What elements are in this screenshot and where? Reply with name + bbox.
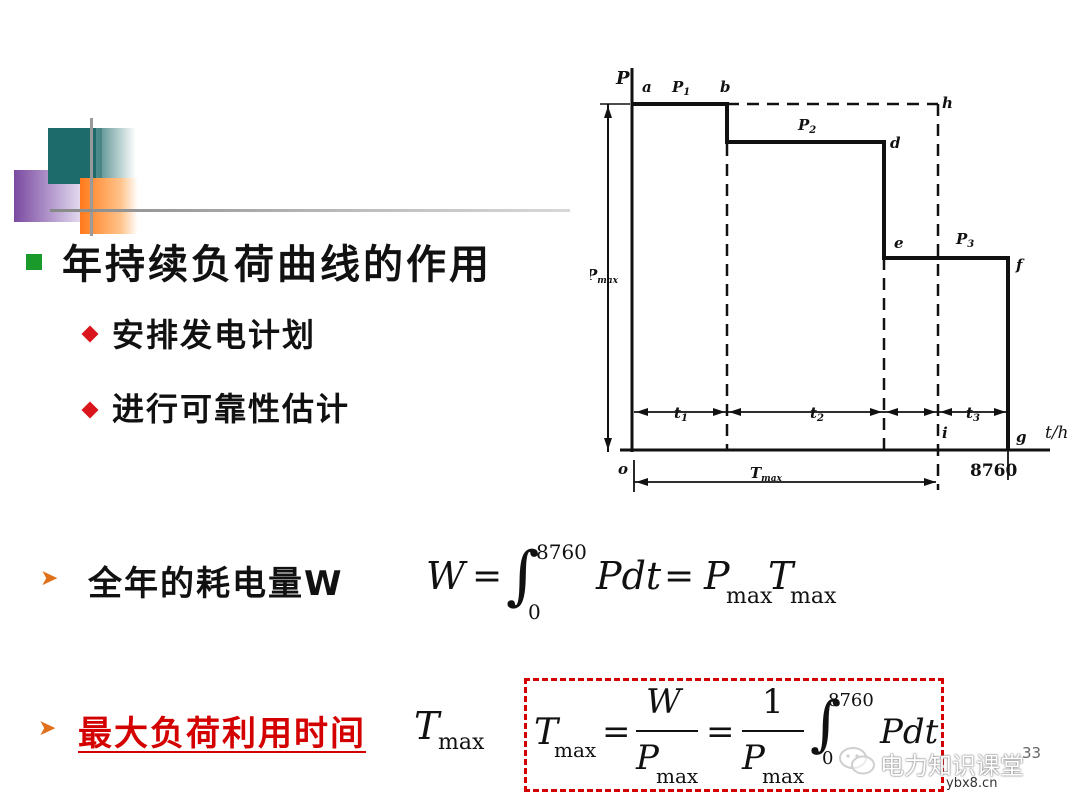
diamond-bullet-icon: [81, 325, 99, 343]
segment-p1: P1: [671, 78, 690, 98]
end-value-8760: 8760: [970, 461, 1017, 481]
page-number: 33: [1022, 744, 1042, 762]
f2-equals-1: =: [602, 712, 631, 752]
formula-equals-2: =: [664, 556, 695, 597]
point-a: a: [642, 78, 652, 96]
x-axis-label: t/h: [1045, 423, 1069, 443]
f2-lhs-sub: max: [554, 738, 597, 762]
time-t1: t1: [674, 404, 688, 424]
formula-rhs-p-sub: max: [726, 584, 773, 609]
formula-integrand: Pdt: [596, 554, 662, 598]
watermark-site: ybx8.cn: [946, 776, 998, 791]
max-load-hours-label: 最大负荷利用时间: [78, 714, 366, 754]
integral-icon: ∫: [506, 539, 540, 613]
f2-fraction-bar-1: [636, 730, 698, 732]
segment-p3: P3: [955, 230, 974, 250]
integral-icon: ∫: [810, 689, 842, 759]
point-e: e: [894, 234, 904, 252]
formula-rhs-p: P: [704, 554, 730, 598]
time-t3: t3: [966, 404, 980, 424]
f2-den2: P: [742, 738, 765, 778]
load-step-curve: [632, 102, 1010, 450]
time-t2: t2: [810, 404, 824, 424]
f2-lower-limit: 0: [822, 748, 834, 769]
f2-den1-sub: max: [656, 764, 699, 788]
decor-teal-block: [48, 128, 102, 184]
square-bullet-icon: [26, 254, 42, 270]
decor-horizontal-line: [50, 209, 570, 212]
f2-den1: P: [636, 738, 659, 778]
f2-integrand: Pdt: [880, 712, 939, 752]
f2-fraction-bar-2: [742, 730, 804, 732]
wechat-icon: [838, 746, 876, 776]
f2-upper-limit: 8760: [828, 690, 874, 711]
tmax-symbol: T: [414, 704, 440, 748]
point-f: f: [1015, 256, 1025, 274]
decor-orange-block: [80, 178, 138, 234]
tmax-label: Tmax: [750, 464, 783, 484]
y-axis-label: P: [615, 68, 630, 89]
formula-rhs-t: T: [768, 554, 794, 598]
f2-den2-sub: max: [762, 764, 805, 788]
bullet-1: 安排发电计划: [112, 316, 317, 354]
f2-num1: W: [646, 682, 681, 722]
annual-energy-label: 全年的耗电量W: [88, 564, 344, 604]
tmax-symbol-sub: max: [438, 730, 485, 755]
point-b: b: [720, 78, 731, 96]
point-g: g: [1016, 428, 1027, 446]
formula-equals: =: [472, 556, 503, 597]
decor-teal-fade: [96, 128, 136, 184]
slide-heading: 年持续负荷曲线的作用: [62, 242, 492, 288]
decor-vertical-line: [90, 118, 93, 236]
point-i: i: [942, 424, 948, 442]
f2-lhs: T: [534, 712, 559, 753]
diamond-bullet-icon: [81, 401, 99, 419]
point-h: h: [942, 94, 953, 112]
arrow-bullet-icon: ➤: [40, 566, 59, 591]
point-d: d: [890, 134, 901, 152]
formula-rhs-t-sub: max: [790, 584, 837, 609]
f2-equals-2: =: [706, 712, 735, 752]
arrow-bullet-icon: ➤: [38, 716, 57, 741]
formula-highlight-box: [524, 678, 944, 792]
bullet-2: 进行可靠性估计: [112, 390, 351, 428]
watermark-name: 电力知识课堂: [880, 752, 1024, 780]
segment-p2: P2: [797, 116, 816, 136]
formula-lower-limit: 0: [528, 600, 541, 624]
f2-num2: 1: [762, 682, 784, 722]
formula-upper-limit: 8760: [536, 540, 587, 564]
origin-label: o: [618, 460, 628, 478]
formula-lhs-w: W: [426, 554, 466, 598]
